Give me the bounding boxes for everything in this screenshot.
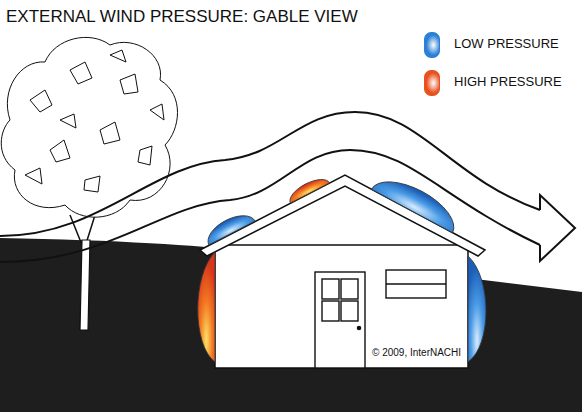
tree-canopy [1, 37, 177, 217]
legend-text: HIGH PRESSURE [454, 74, 562, 89]
wind-flow-arrow [0, 112, 575, 262]
legend-text: LOW PRESSURE [454, 36, 559, 51]
house-wall [215, 245, 468, 368]
window [386, 270, 446, 298]
door [315, 272, 365, 368]
legend-swatch [424, 70, 440, 96]
copyright-note: © 2009, InterNACHI [372, 347, 461, 358]
tree-trunk [70, 212, 96, 330]
diagram-title: EXTERNAL WIND PRESSURE: GABLE VIEW [6, 7, 358, 27]
ground [0, 238, 582, 412]
legend-swatch [424, 32, 440, 58]
